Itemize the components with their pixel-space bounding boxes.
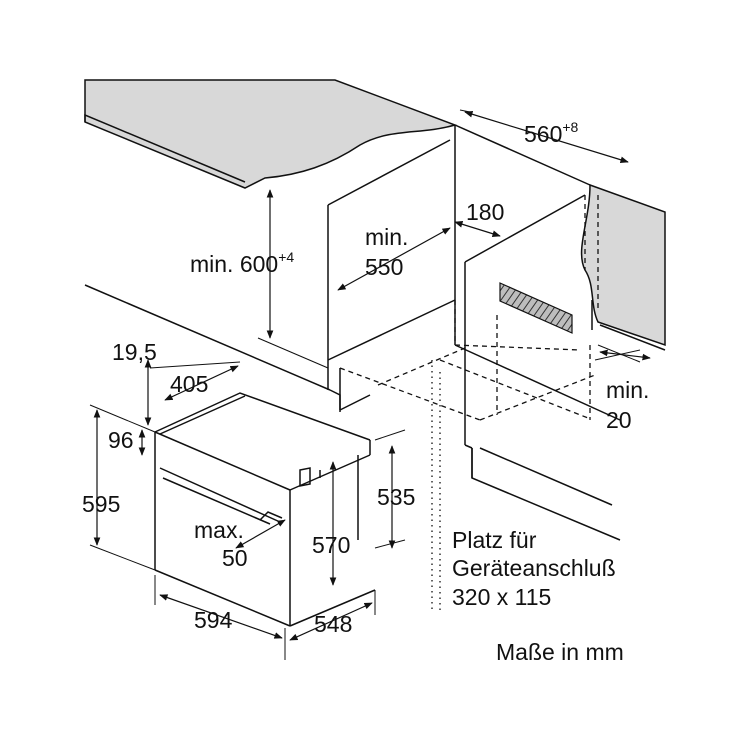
niche-height-label: min. 600+4 [190,249,294,277]
dimension-lines [89,109,651,660]
oven-width-label: 594 [194,607,233,633]
oven-height-label: 595 [82,491,120,517]
rear-gap-label-1: min. [606,377,649,403]
handle-gap-label-1: max. [194,517,244,543]
hidden-lines [339,195,599,612]
connection-note-line-2: Geräteanschluß [452,555,616,581]
niche-width-label: 560+8 [524,119,579,147]
connection-note-line-1: Platz für [452,527,537,553]
oven-depth-label: 548 [314,611,352,637]
min-depth-label-1: min. [365,224,408,250]
handle-gap-label-2: 50 [222,545,248,571]
oven [154,392,376,627]
cabinet-niche [84,124,666,541]
inner-height-label: 570 [312,532,350,558]
left-countertop [84,79,458,189]
vent-gap-label: 180 [466,199,504,225]
min-depth-label-2: 550 [365,254,403,280]
units-note: Maße in mm [496,639,624,665]
top-panel-label: 96 [108,427,134,453]
notes: Platz für Geräteanschluß 320 x 115 Maße … [452,527,624,665]
front-offset-label: 19,5 [112,339,157,365]
body-height-label: 535 [377,484,415,510]
rear-gap-label-2: 20 [606,407,632,433]
door-depth-label: 405 [170,371,208,397]
right-countertop [580,183,666,347]
dimension-labels: 560+8 min. 600+4 min. 550 180 min. 20 19… [82,119,649,637]
connection-note-line-3: 320 x 115 [452,584,551,610]
connection-area-hatch [499,282,573,334]
